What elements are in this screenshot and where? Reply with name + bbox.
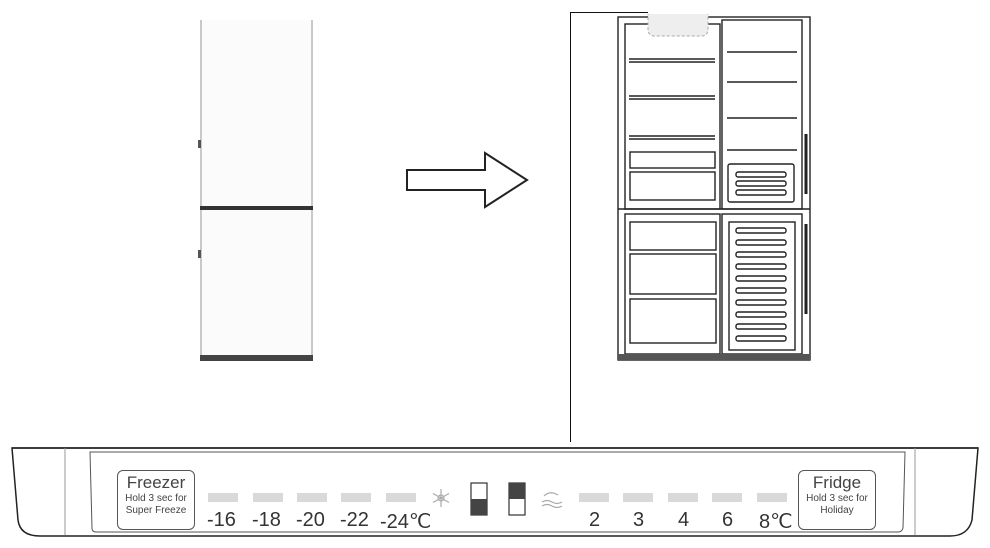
fridge-button-line1: Hold 3 sec for	[806, 493, 868, 504]
fridge-temp-label: 3	[633, 509, 645, 531]
snowflake-icon	[432, 489, 450, 507]
fridge-level-segment	[668, 493, 698, 502]
fridge-level-segment	[623, 493, 653, 502]
fridge-button-line2: Holiday	[820, 505, 854, 516]
freezer-temp-label: -24℃	[380, 511, 432, 533]
freezer-button-line2: Super Freeze	[125, 505, 187, 516]
upper-hinge	[198, 140, 201, 148]
open-fridge-illustration	[617, 14, 811, 361]
fridge-temp-label: 6	[722, 509, 734, 531]
freezer-level-segment	[341, 493, 371, 502]
fridge-level-segment	[579, 493, 609, 502]
freezer-level-segment	[297, 493, 327, 502]
control-panel-housing	[11, 447, 979, 537]
holiday-icon	[541, 492, 563, 508]
fridge-level-segment	[712, 493, 742, 502]
freezer-button-title: Freezer	[126, 473, 186, 492]
fridge-base	[200, 355, 313, 361]
fridge-zone-indicator-icon	[508, 482, 526, 516]
fridge-button-title: Fridge	[812, 473, 862, 492]
freezer-temp-label: -20	[296, 509, 325, 531]
freezer-zone-indicator-icon	[470, 482, 488, 516]
door-split-line	[200, 206, 313, 210]
lower-hinge	[198, 250, 201, 258]
fridge-level-segment	[757, 493, 787, 502]
fridge-temp-label: 4	[678, 509, 690, 531]
freezer-level-segment	[208, 493, 238, 502]
closed-fridge-illustration	[198, 20, 313, 361]
callout-leader-vertical	[570, 12, 571, 442]
freezer-button-line1: Hold 3 sec for	[125, 493, 187, 504]
fridge-button[interactable]: Fridge Hold 3 sec for Holiday	[798, 470, 876, 530]
freezer-level-segment	[386, 493, 416, 502]
fridge-temp-label: 2	[589, 509, 601, 531]
fridge-temp-label: 8℃	[759, 511, 793, 533]
callout-leader-horizontal	[570, 12, 648, 13]
freezer-temp-label: -16	[207, 509, 236, 531]
freezer-level-segment	[253, 493, 283, 502]
freezer-button[interactable]: Freezer Hold 3 sec for Super Freeze	[117, 470, 195, 530]
freezer-temp-label: -22	[340, 509, 369, 531]
freezer-temp-label: -18	[252, 509, 281, 531]
right-arrow-icon	[406, 151, 529, 209]
